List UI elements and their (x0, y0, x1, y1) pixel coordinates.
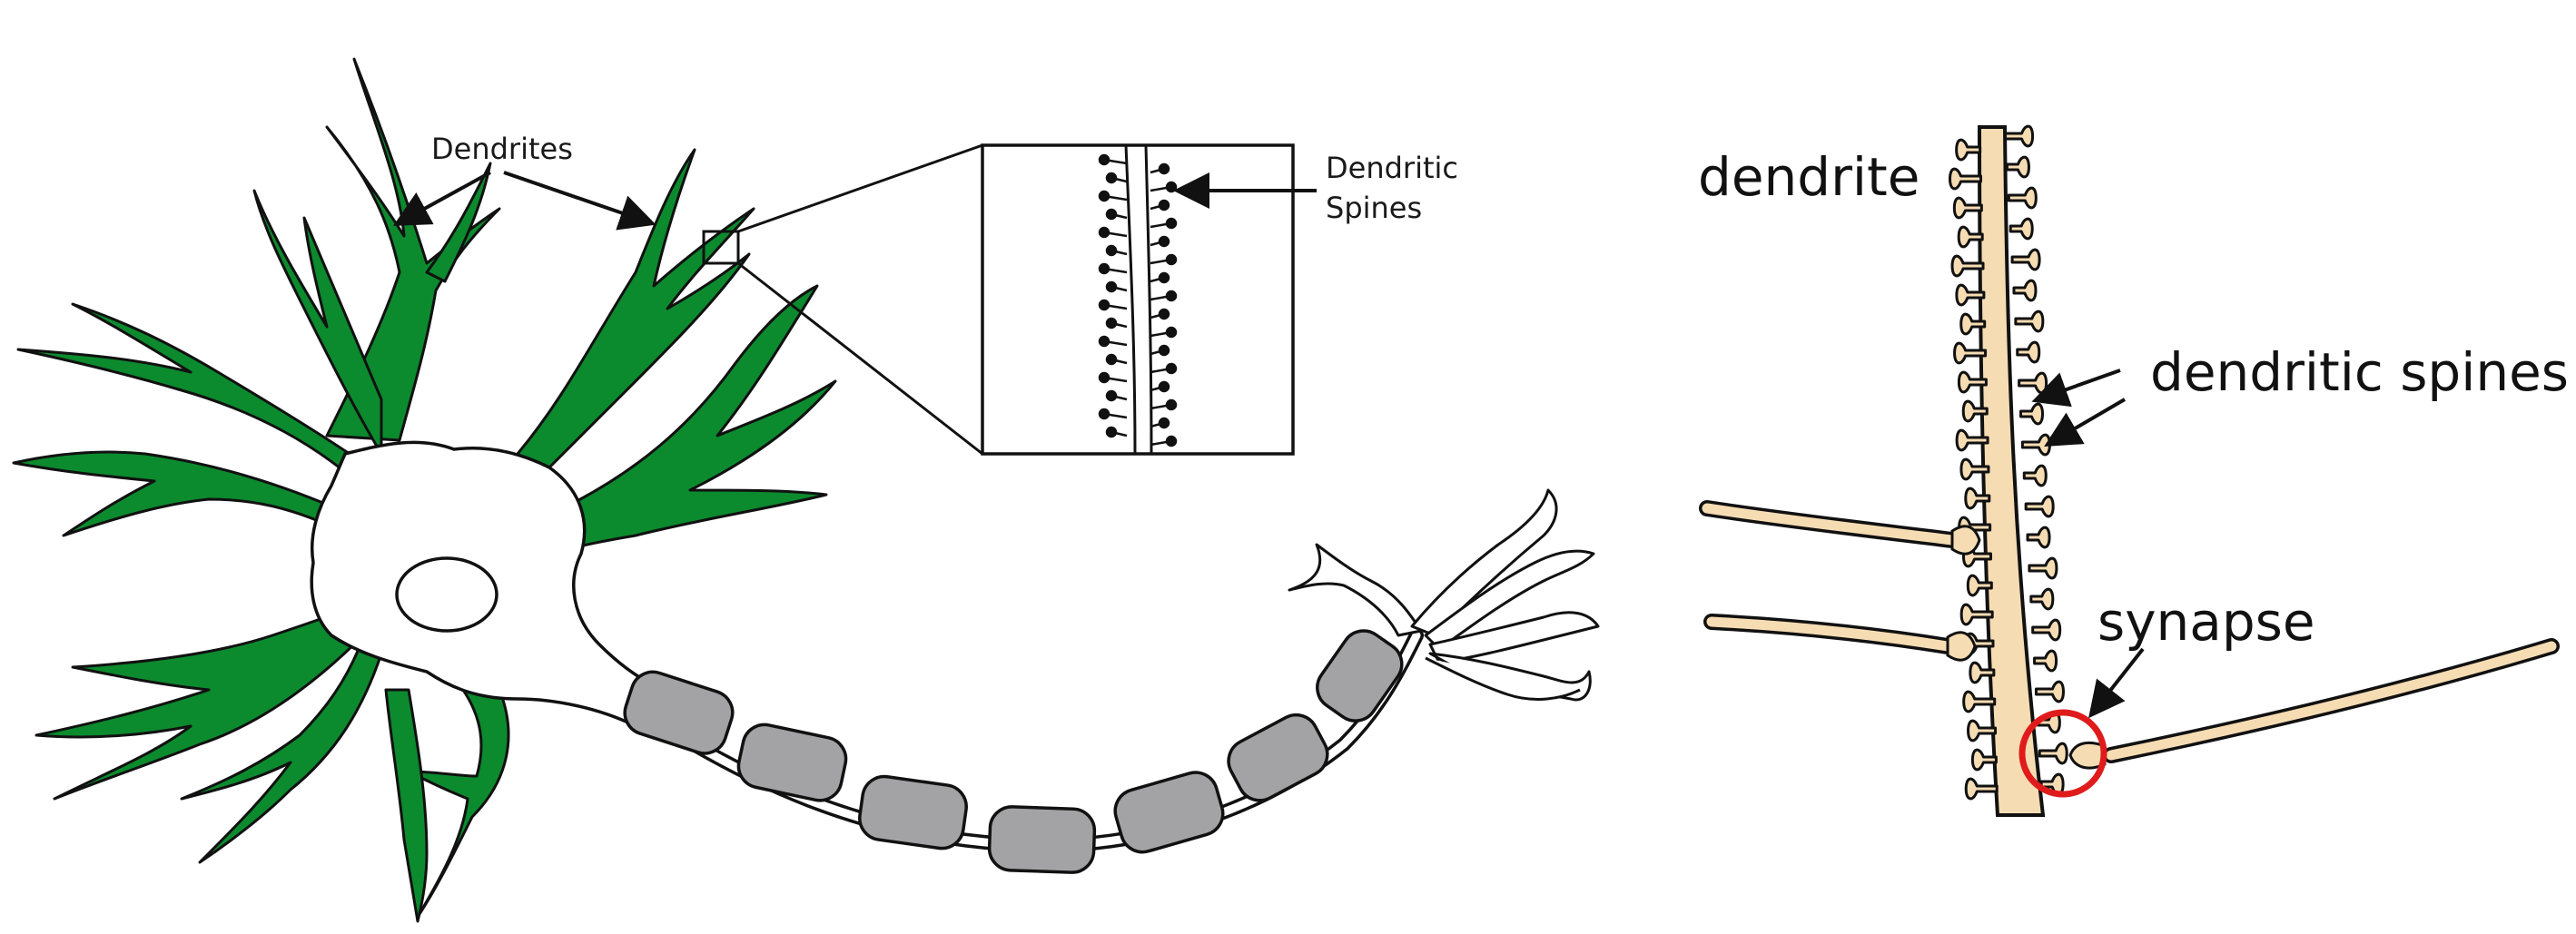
dendritic-spine (1954, 198, 1981, 218)
inset-spine-head (1167, 291, 1176, 300)
dendritic-spine (2033, 620, 2060, 640)
dendritic-spine (2012, 250, 2039, 270)
inset-spine-head (1167, 400, 1176, 409)
inset-spine-head (1100, 155, 1109, 164)
dendritic-spine (1966, 779, 1997, 799)
inset-spine-head (1167, 255, 1176, 264)
inset-spine-head (1160, 164, 1169, 173)
dendritic-spine (2022, 435, 2049, 455)
inset-spine-head (1107, 210, 1116, 219)
synapse-arrow (2093, 649, 2143, 713)
inset-spine-head (1160, 382, 1169, 391)
dendritic-spine (2039, 743, 2067, 763)
dendritic-spine (2031, 589, 2053, 609)
dendritic-spine (2010, 219, 2032, 239)
dendritic-spine (2008, 188, 2036, 208)
dendritic-spine (2026, 496, 2053, 516)
inset-spine-head (1107, 391, 1116, 400)
inset-spine-head (1167, 219, 1176, 228)
dendrite-label: dendrite (1698, 146, 1920, 208)
inset-spine-head (1100, 300, 1109, 310)
dendritic-spine (2018, 342, 2039, 362)
myelin-sheaths (619, 623, 1410, 873)
inset-spine-head (1160, 273, 1169, 282)
inset-spine-head (1100, 264, 1109, 273)
inset-spine-head (1107, 173, 1116, 182)
dendrites-arrow-right (504, 172, 649, 222)
synapse-label: synapse (2097, 591, 2315, 653)
dendrite-closeup: dendrite dendritic spines synapse (1698, 126, 2569, 815)
inset-spine-head (1167, 437, 1176, 446)
inset-spine-head (1107, 282, 1116, 291)
dendritic-spine (1957, 140, 1980, 160)
spines-arrow-1 (2038, 370, 2120, 399)
spines-arrow-2 (2050, 399, 2125, 443)
inset-spine-head (1160, 237, 1169, 246)
inset-spine-head (1160, 310, 1169, 319)
nucleus (397, 558, 497, 631)
inset-spine-head (1100, 192, 1109, 201)
inset-spine-head (1107, 246, 1116, 255)
inset-spine-head (1160, 418, 1169, 428)
dendritic-spine (2007, 157, 2028, 177)
inset-spine-head (1160, 201, 1169, 210)
inset-spine-head (1107, 319, 1116, 328)
inset-spine-head (1107, 428, 1116, 437)
dendritic-spine (2006, 126, 2033, 146)
inset-spine-head (1100, 337, 1109, 346)
inset-spine-head (1100, 373, 1109, 382)
dendritic-spine (1950, 169, 1981, 189)
dendritic-spine (2036, 682, 2063, 702)
dendritic-spine (2014, 280, 2036, 300)
inset-spine-head (1167, 364, 1176, 373)
dendritic-spine (2019, 373, 2047, 393)
dendritic-spine (2016, 311, 2043, 331)
inset-spine-head (1167, 182, 1176, 192)
dendritic-spine (2028, 527, 2049, 547)
neuron-diagram: Dendrites Dendritic Spines (14, 59, 1598, 921)
inset-spine-head (1100, 228, 1109, 237)
dendrites-label: Dendrites (431, 132, 573, 166)
inset-spine-head (1167, 328, 1176, 337)
inset-spine-head (1160, 346, 1169, 355)
inset-spine-head (1107, 355, 1116, 364)
dendritic-spine (2021, 404, 2043, 424)
inset-spine-head (1100, 409, 1109, 418)
dendritic-spine (2024, 466, 2046, 486)
dendritic-spines-label: dendritic spines (2150, 341, 2569, 403)
inset-label-line2: Spines (1326, 191, 1422, 225)
dendritic-spine (2029, 558, 2057, 578)
dendritic-spine (2035, 651, 2057, 671)
inset-label-line1: Dendritic (1326, 151, 1458, 185)
zoom-line-top (738, 145, 982, 231)
